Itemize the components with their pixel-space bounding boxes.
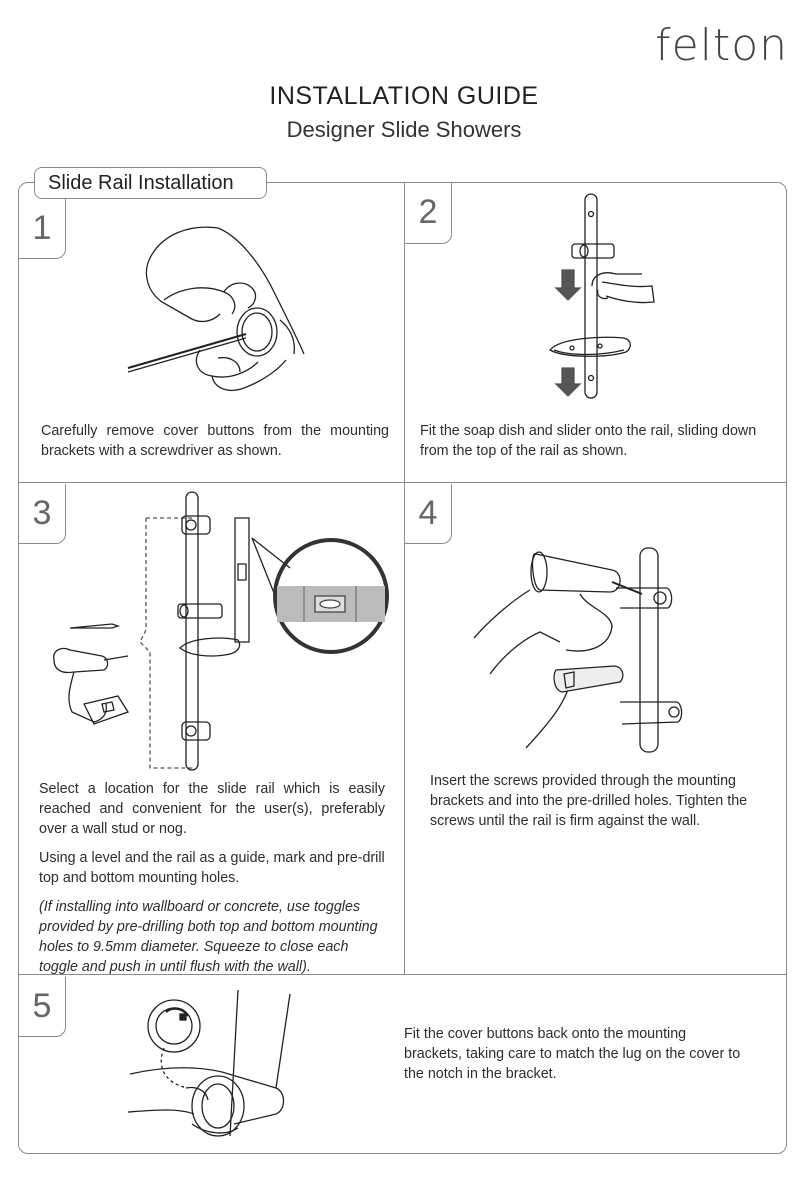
- step-5-number: 5: [19, 977, 66, 1037]
- step-2-illustration: [540, 192, 670, 402]
- row-divider-1: [18, 482, 787, 483]
- step-3-paragraph-1: Select a location for the slide rail whi…: [39, 781, 385, 837]
- step-4-illustration: [470, 542, 690, 752]
- step-4-paragraph: Insert the screws provided through the m…: [430, 773, 748, 829]
- step-2-text: Fit the soap dish and slider onto the ra…: [420, 421, 772, 470]
- step-1-illustration: [120, 222, 320, 402]
- brand-logo: felton: [655, 20, 788, 71]
- step-5-paragraph: Fit the cover buttons back onto the moun…: [404, 1026, 741, 1082]
- column-divider: [404, 182, 405, 974]
- step-3-number: 3: [19, 484, 66, 544]
- step-5-illustration: [126, 988, 298, 1138]
- step-3-text: Select a location for the slide rail whi…: [39, 779, 385, 986]
- step-2-number: 2: [405, 183, 452, 244]
- section-tab: Slide Rail Installation: [34, 167, 267, 199]
- step-1-number: 1: [19, 199, 66, 259]
- step-5-text: Fit the cover buttons back onto the moun…: [404, 1024, 748, 1093]
- page-title: INSTALLATION GUIDE: [269, 82, 539, 110]
- step-3-paragraph-2: Using a level and the rail as a guide, m…: [39, 850, 385, 886]
- step-1-paragraph: Carefully remove cover buttons from the …: [41, 423, 389, 459]
- step-4-text: Insert the screws provided through the m…: [430, 771, 766, 840]
- step-1-text: Carefully remove cover buttons from the …: [41, 421, 389, 470]
- step-3-illustration: [44, 490, 390, 775]
- steps-frame: [18, 182, 787, 1154]
- page-subtitle: Designer Slide Showers: [286, 117, 522, 142]
- step-3-note: (If installing into wallboard or concret…: [39, 899, 378, 975]
- step-2-paragraph: Fit the soap dish and slider onto the ra…: [420, 423, 757, 459]
- row-divider-2: [18, 974, 787, 975]
- step-4-number: 4: [405, 484, 452, 544]
